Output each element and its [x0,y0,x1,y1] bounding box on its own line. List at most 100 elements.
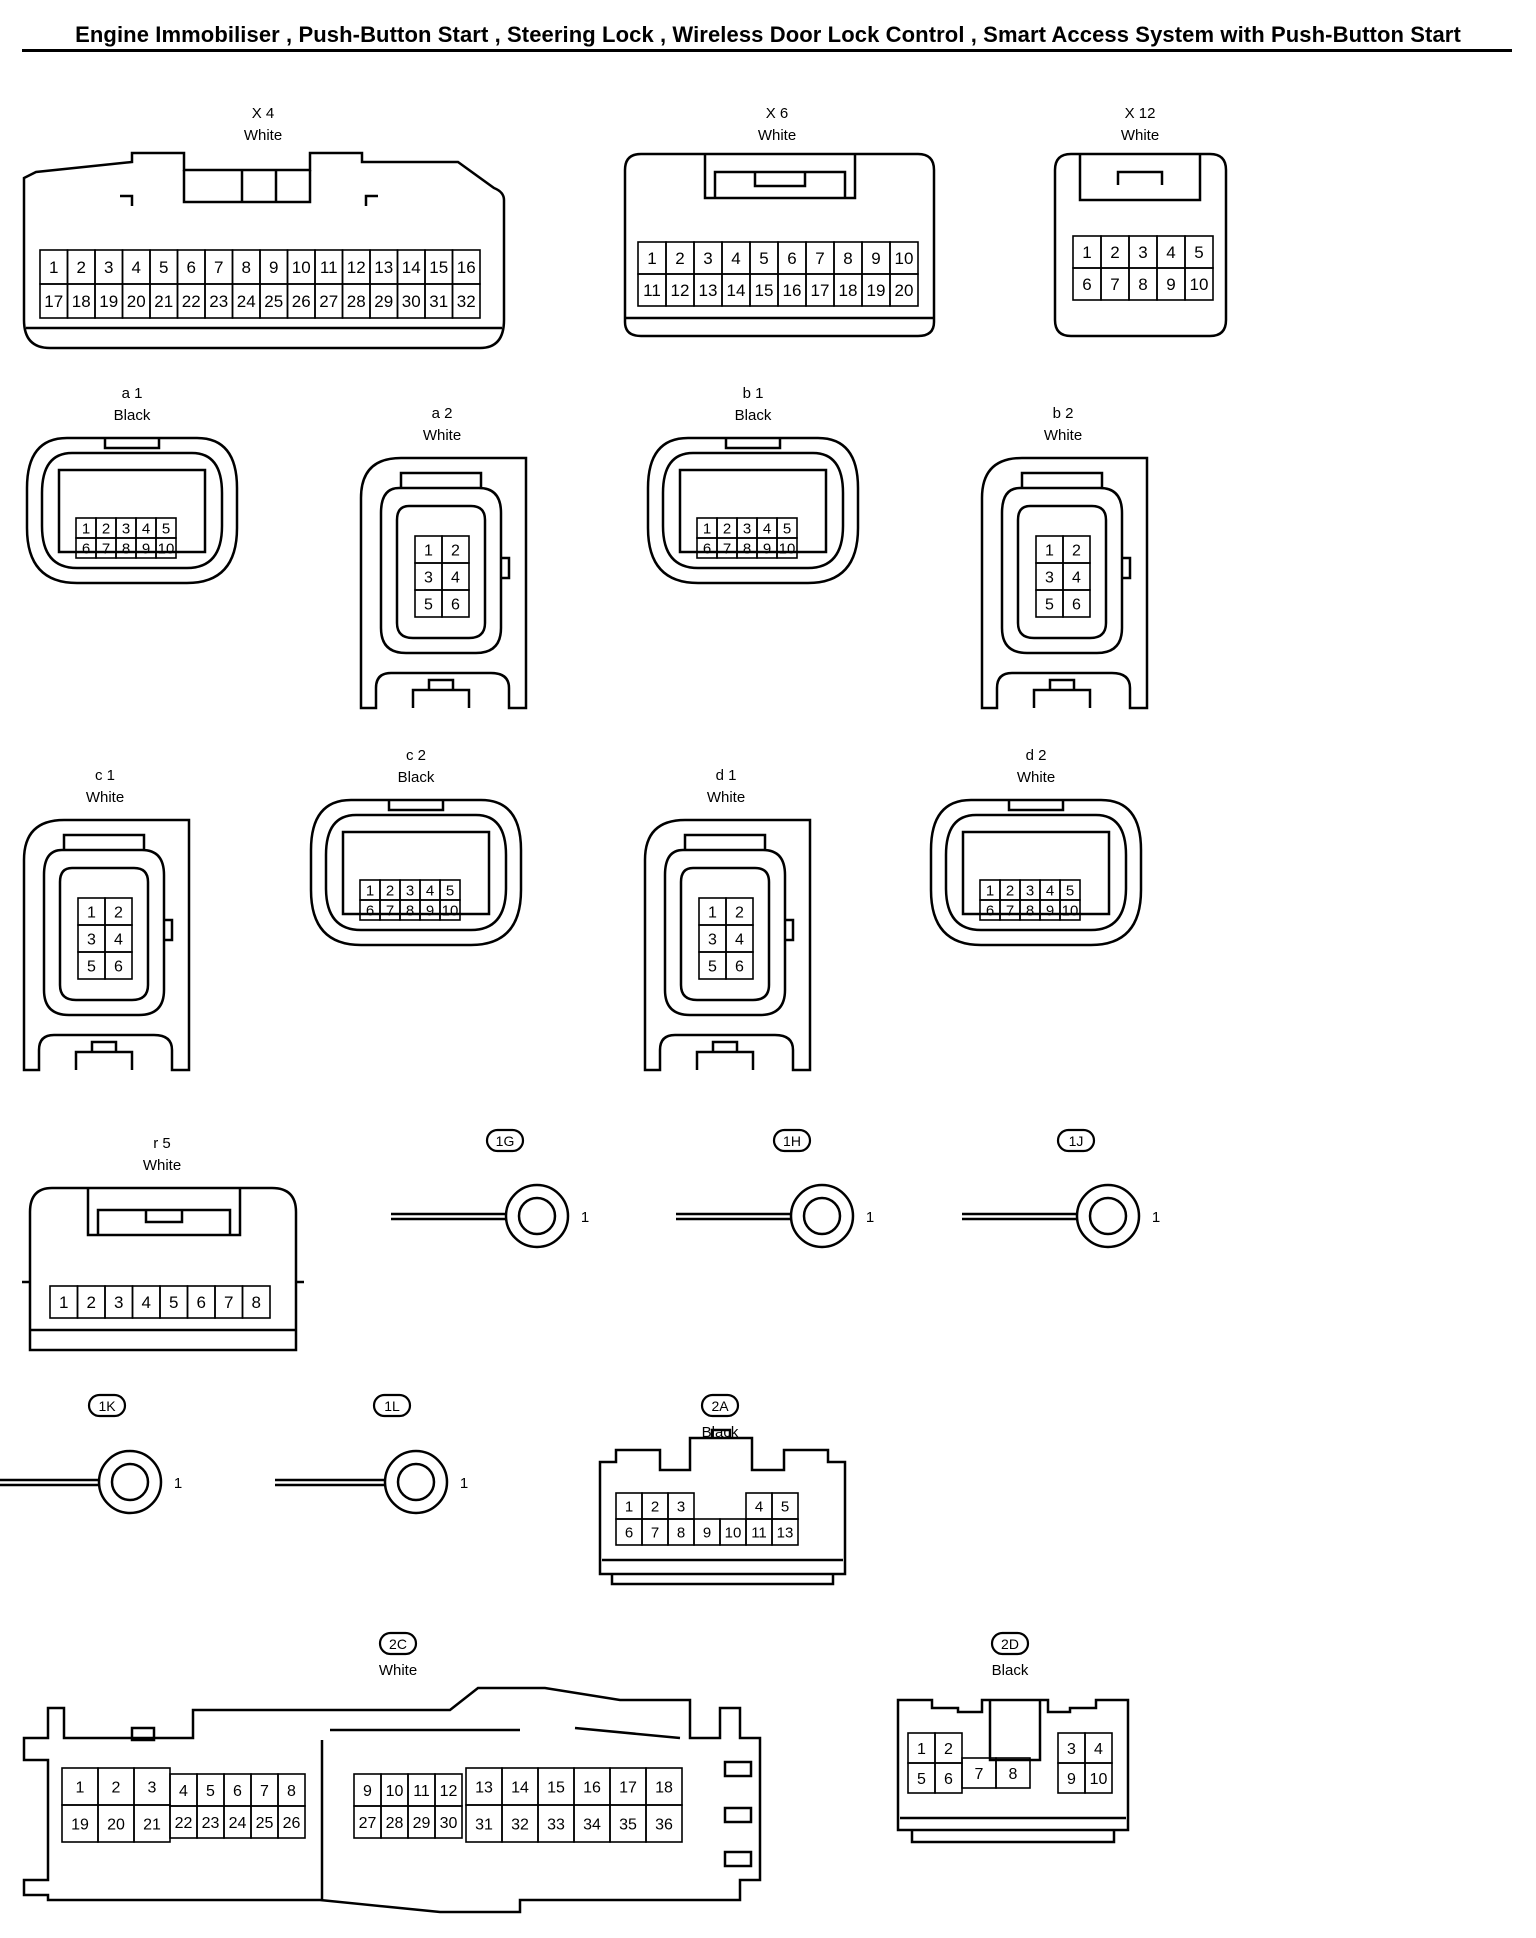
pin-label: 6 [1072,596,1081,613]
pin-label: 18 [72,292,91,311]
c2-inner-ring [324,813,508,932]
pin-label: 3 [1045,569,1054,586]
c1-bottom-tab [74,1040,134,1070]
pin-label: 19 [99,292,118,311]
pin-label: 23 [209,292,228,311]
connector-color-2C: White [379,1662,417,1679]
connector-name-1J: 1J [1069,1133,1084,1149]
pin-label: 6 [82,540,90,557]
1G-ring-inner [517,1196,557,1236]
b1-latch [724,438,782,450]
pin-label: 1 [917,1741,926,1758]
pin-label: 1 [986,882,994,899]
pin-label: 8 [677,1524,685,1541]
1J-wire [962,1212,1077,1221]
pin-label: 14 [402,258,421,277]
b2-housing [980,456,1149,710]
b1-inner-ring [661,451,845,570]
connector-name-r5: r 5 [153,1135,171,1152]
connector-color-2A: Black [702,1424,739,1441]
2a-housing [598,1436,847,1576]
2c-body-lines [320,1726,681,1900]
pin-label: 10 [158,540,175,557]
connector-color-d1: White [707,789,745,806]
pin-label: 6 [735,958,744,975]
pin-label: 4 [451,569,460,586]
pin-label: 2 [944,1741,953,1758]
d1-housing [643,818,812,1072]
pin-cell [1084,1762,1113,1794]
pin-label: 33 [547,1816,565,1833]
connector-name-b2: b 2 [1053,405,1074,422]
pin-label: 6 [187,258,196,277]
pin-label: 21 [143,1816,161,1833]
c2-latch [387,800,445,812]
connector-color-x4: White [244,127,282,144]
pin-label: 2 [87,1293,96,1312]
pin-label: 9 [763,540,771,557]
1K-ring-inner [110,1462,150,1502]
pin-label: 2 [651,1498,659,1515]
pin-label: 2 [735,904,744,921]
connector-color-a1: Black [114,407,151,424]
pin-label: 3 [406,882,414,899]
pin-label: 1 [625,1498,633,1515]
d2-inner-ring [944,813,1128,932]
c1-side-key [164,918,174,942]
b2-bottom-tab [1032,678,1092,708]
pin-label: 9 [142,540,150,557]
pin-label: 10 [1090,1771,1108,1788]
connector-name-d1: d 1 [716,767,737,784]
pin-label: 6 [233,1783,242,1800]
pin-label: 5 [424,596,433,613]
2c-key [130,1726,156,1742]
pin-label: 9 [1166,275,1175,294]
connector-badge-1J [1056,1128,1096,1153]
pin-label: 11 [643,281,661,300]
pin-label: 11 [320,258,338,277]
pin-label: 20 [107,1816,125,1833]
connector-name-1K: 1K [98,1398,116,1414]
pin-label: 6 [451,596,460,613]
pin-label: 28 [347,292,366,311]
x4-side-tabs [120,194,378,206]
pin-label: 10 [292,258,311,277]
pin-label: 2 [386,882,394,899]
pin-label: 11 [751,1524,767,1541]
a1-housing [25,436,239,585]
d2-pin-frame [961,830,1111,916]
pin-label: 4 [426,882,434,899]
pin-label: 7 [651,1524,659,1541]
r5-latch [86,1188,242,1237]
a2-pin-frame [395,504,487,640]
pin-label: 3 [1138,243,1147,262]
connector-badge-2D [990,1631,1030,1656]
pin-label: 6 [625,1524,633,1541]
pin-label: 20 [127,292,146,311]
pin-label: 5 [1045,596,1054,613]
pin-label: 13 [374,258,393,277]
pin-label: 2 [112,1779,121,1796]
pin-label: 29 [413,1815,431,1832]
pin-cell [995,1757,1031,1789]
pin-label: 17 [619,1779,637,1796]
d1-bottom-tab [695,1040,755,1070]
title-rule [22,49,1512,52]
pin-label: 8 [122,540,130,557]
pin-label: 10 [442,902,459,919]
pin-label: 4 [1094,1741,1103,1758]
pin-label: 5 [159,258,168,277]
b2-pin-frame [1016,504,1108,640]
pin-label: 5 [917,1771,926,1788]
pin-grids [39,235,1214,1843]
connector-name-1L: 1L [384,1398,400,1414]
pin-label: 1 [424,542,433,559]
pin-label: 25 [264,292,283,311]
pin-label: 1 [59,1293,68,1312]
pin-cell [1184,267,1214,301]
pin-label: 8 [743,540,751,557]
connector-badge-2A [700,1393,740,1418]
pin-label: 6 [114,958,123,975]
pin-label: 10 [895,249,914,268]
pin-label: 2 [114,904,123,921]
